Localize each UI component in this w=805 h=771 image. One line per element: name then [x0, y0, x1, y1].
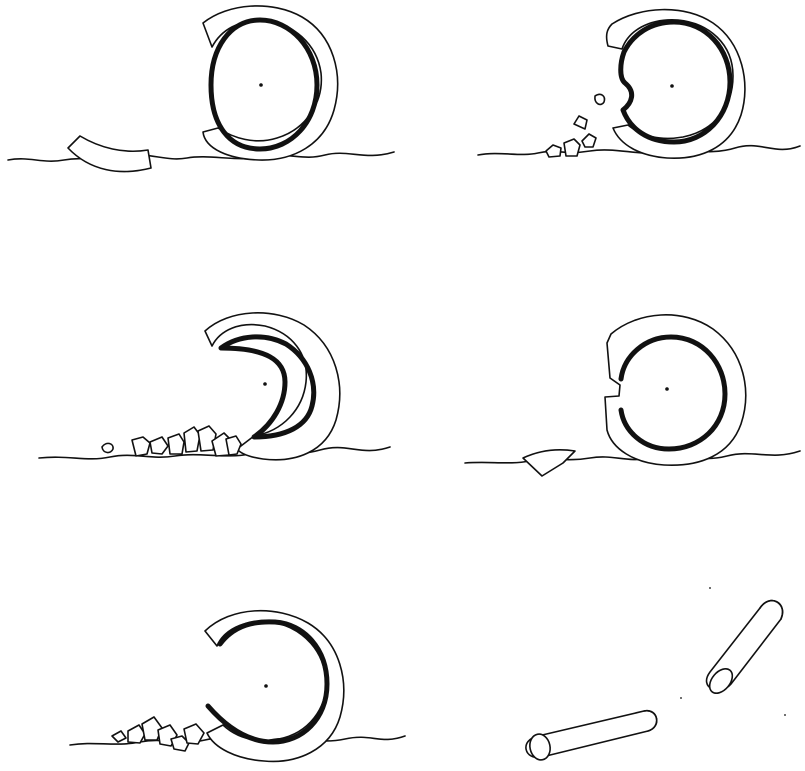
panel-3 — [39, 313, 390, 460]
lower-cylinder-piece — [526, 711, 657, 762]
excavated-fragments — [102, 426, 241, 456]
ground-line — [8, 152, 394, 161]
pipe-inner-wall — [621, 22, 730, 142]
wedge-fragment — [523, 450, 575, 476]
pipe-center-point — [665, 387, 669, 391]
panel-6 — [526, 587, 786, 762]
pipe-center-point — [264, 684, 268, 688]
pipe-center-point — [259, 83, 263, 87]
pipe-center-point — [670, 84, 674, 88]
panel-1 — [8, 6, 394, 172]
debris-fragments — [112, 717, 204, 751]
panel-5 — [70, 611, 405, 762]
stray-speck — [680, 697, 682, 699]
eroded-fragments — [546, 94, 604, 157]
detached-segment — [68, 136, 151, 172]
upper-cylinder-piece — [705, 601, 782, 698]
panel-4 — [465, 315, 800, 476]
pipe-center-point — [263, 382, 267, 386]
panel-2 — [478, 10, 800, 159]
pipe-inner-wall — [211, 20, 317, 149]
stray-speck — [784, 714, 786, 716]
stray-speck — [709, 587, 711, 589]
